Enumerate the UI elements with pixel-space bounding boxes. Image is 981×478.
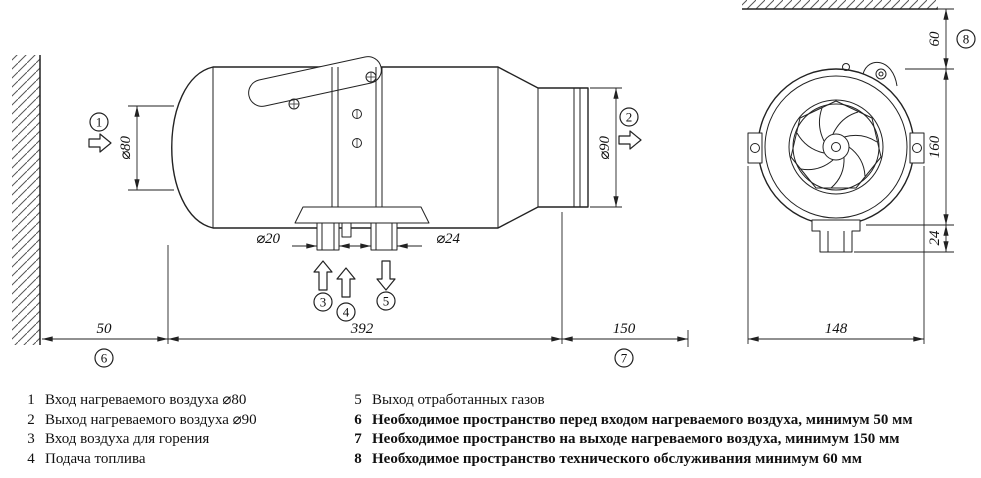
legend-item: 7 Необходимое пространство на выходе наг… <box>351 431 976 448</box>
callout-8: 8 <box>956 29 976 49</box>
dim-label-d24: ⌀24 <box>436 231 461 247</box>
bottom-flange <box>294 206 430 251</box>
legend-item-text: Выход отработанных газов <box>372 392 545 408</box>
callout-3: 3 <box>313 292 333 312</box>
legend-item-text: Подача топлива <box>45 450 146 467</box>
legend-item-number: 7 <box>354 431 362 447</box>
heater-body-seams <box>212 67 581 228</box>
flow-arrow-right-icon <box>88 133 112 153</box>
bottom-dimension-chain: 50 392 150 <box>42 212 689 347</box>
dimension-d24: ⌀24 <box>346 231 461 249</box>
bolt-icon <box>365 71 377 83</box>
legend-item-text: Необходимое пространство технического об… <box>372 450 862 467</box>
heater-front-view: 60 160 24 148 8 <box>742 0 976 344</box>
legend-item-text: Необходимое пространство на выходе нагре… <box>372 431 900 447</box>
legend-item-text: Вход воздуха для горения <box>45 431 210 447</box>
dimension-d80: ⌀80 <box>118 105 174 191</box>
top-pump-bracket <box>248 56 382 110</box>
svg-text:4: 4 <box>343 305 350 320</box>
heater-side-view: ⌀80 ⌀90 ⌀20 ⌀24 50 <box>42 56 689 368</box>
dim-label-150: 150 <box>613 321 636 337</box>
legend-item-text: Вход нагреваемого воздуха ⌀80 <box>45 392 247 408</box>
legend-item-number: 3 <box>27 431 35 447</box>
callout-7: 7 <box>614 348 634 368</box>
svg-text:7: 7 <box>621 351 628 366</box>
flow-arrow-down-icon <box>376 260 396 291</box>
dim-label-148: 148 <box>825 321 848 337</box>
legend-item: 2 Выход нагреваемого воздуха ⌀90 <box>24 412 344 429</box>
housing-inner-circle <box>764 75 908 219</box>
heater-body-outline <box>171 66 589 229</box>
svg-text:5: 5 <box>383 294 390 309</box>
callout-6: 6 <box>94 348 114 368</box>
fan-grill-heptagon <box>790 100 882 189</box>
legend-item: 6 Необходимое пространство перед входом … <box>351 412 976 429</box>
top-lug <box>842 61 898 87</box>
callout-2: 2 <box>619 107 639 127</box>
legend-right-column: 5 Выход отработанных газов 6 Необходимое… <box>351 392 976 470</box>
legend-left-column: 1 Вход нагреваемого воздуха ⌀80 2 Выход … <box>24 392 344 470</box>
legend-item-number: 8 <box>354 450 362 467</box>
drawing-svg: ⌀80 ⌀90 ⌀20 ⌀24 50 <box>12 0 976 368</box>
legend-item: 3 Вход воздуха для горения <box>24 431 344 448</box>
svg-text:2: 2 <box>626 110 633 125</box>
dim-label-50: 50 <box>97 321 113 337</box>
legend-item: 5 Выход отработанных газов <box>351 392 976 409</box>
callout-1: 1 <box>89 112 109 132</box>
bolt-icon <box>288 98 300 110</box>
housing-outer-circle <box>757 68 915 226</box>
dimension-d90: ⌀90 <box>590 87 622 208</box>
fan-blades <box>796 107 878 189</box>
legend-item-text: Выход нагреваемого воздуха ⌀90 <box>45 411 257 428</box>
dim-label-d80: ⌀80 <box>118 135 134 160</box>
dim-label-24: 24 <box>927 230 943 246</box>
dim-label-60: 60 <box>927 31 943 47</box>
legend-item-number: 4 <box>27 450 35 467</box>
fan-ring-circle <box>792 103 880 191</box>
legend-item-number: 1 <box>27 392 35 408</box>
fan-hub-center <box>831 142 841 152</box>
svg-text:1: 1 <box>96 115 103 130</box>
legend-item-number: 6 <box>354 411 362 428</box>
legend-item: 4 Подача топлива <box>24 451 344 468</box>
dim-label-d20: ⌀20 <box>256 231 281 247</box>
fan-hub <box>822 133 850 161</box>
ceiling-hatch <box>742 0 938 10</box>
callout-4: 4 <box>336 302 356 322</box>
dim-label-d90: ⌀90 <box>597 135 613 160</box>
svg-text:8: 8 <box>963 32 970 47</box>
left-wall-hatch <box>12 55 41 345</box>
svg-text:3: 3 <box>320 295 327 310</box>
bottom-bracket <box>811 219 861 253</box>
legend-item-text: Необходимое пространство перед входом на… <box>372 411 913 428</box>
flow-arrow-up-icon <box>313 260 333 291</box>
legend-item: 1 Вход нагреваемого воздуха ⌀80 <box>24 392 344 409</box>
flow-arrow-up-icon <box>336 267 356 298</box>
dimension-148: 148 <box>747 166 925 344</box>
flow-arrow-right-icon <box>618 130 642 150</box>
callout-5: 5 <box>376 291 396 311</box>
mounting-tab-right <box>909 132 925 164</box>
dim-label-160: 160 <box>927 135 943 158</box>
mounting-tab-left <box>747 132 763 164</box>
legend-item-number: 5 <box>354 392 362 408</box>
right-dimension-chain: 60 160 24 <box>854 8 954 253</box>
clamp-band <box>331 67 383 228</box>
legend-item-number: 2 <box>27 411 35 428</box>
fan-shroud-circle <box>788 99 884 195</box>
svg-text:6: 6 <box>101 351 108 366</box>
dim-label-392: 392 <box>350 321 374 337</box>
legend-item: 8 Необходимое пространство технического … <box>351 451 976 468</box>
